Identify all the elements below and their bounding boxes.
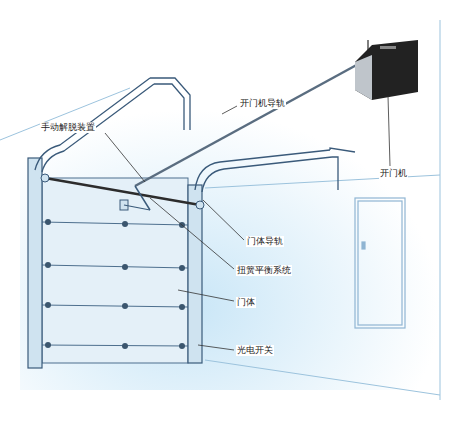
torsion-spring [41, 174, 204, 209]
part-label: 开门机导轨 [239, 98, 286, 109]
part-label: 光电开关 [236, 345, 274, 356]
part-label: 开门机 [379, 168, 408, 179]
right-track [195, 148, 355, 192]
door-panel-lines [42, 222, 188, 346]
part-label: 门体导轨 [246, 236, 284, 247]
door-body [42, 178, 188, 363]
leader-lines [105, 96, 390, 350]
hinges [45, 219, 185, 349]
right-post [188, 185, 202, 363]
room-lines [0, 20, 440, 400]
left-track [35, 78, 190, 172]
part-label: 扭簧平衡系统 [236, 265, 292, 276]
opener-rail [120, 62, 362, 210]
side-door [355, 198, 405, 328]
garage-door-opener [355, 40, 418, 100]
part-label: 门体 [236, 297, 256, 308]
part-label: 手动解脱装置 [40, 122, 96, 133]
left-post [28, 158, 42, 368]
room-glow [20, 60, 440, 390]
